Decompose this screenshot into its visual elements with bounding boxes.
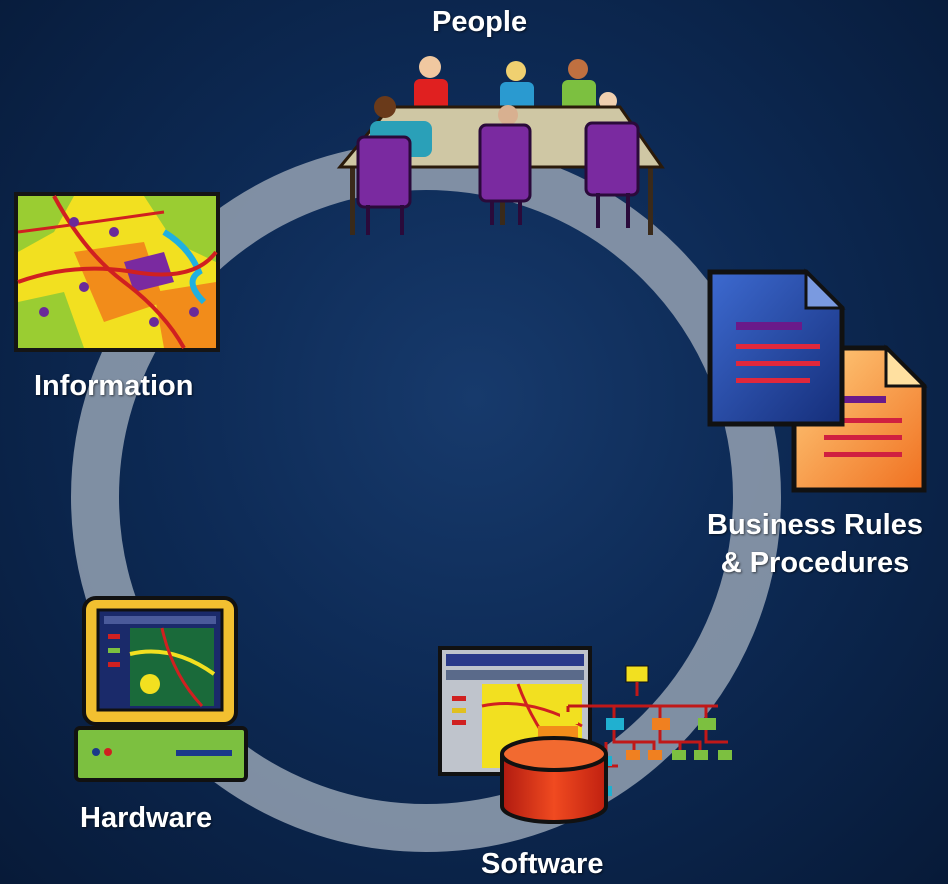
business-rules-label-line1: Business Rules: [707, 509, 923, 541]
hardware-label: Hardware: [80, 802, 213, 834]
software-label: Software: [481, 848, 604, 880]
people-label: People: [432, 6, 528, 38]
information-label: Information: [34, 370, 194, 402]
documents-icon: [707, 268, 928, 493]
meeting-people-icon: [336, 56, 665, 235]
software-database-icon: [438, 646, 732, 824]
business-rules-label: Business Rules & Procedures: [686, 506, 944, 582]
business-rules-label-line2: & Procedures: [720, 547, 910, 579]
computer-icon: [74, 596, 248, 782]
map-icon: [14, 192, 220, 352]
